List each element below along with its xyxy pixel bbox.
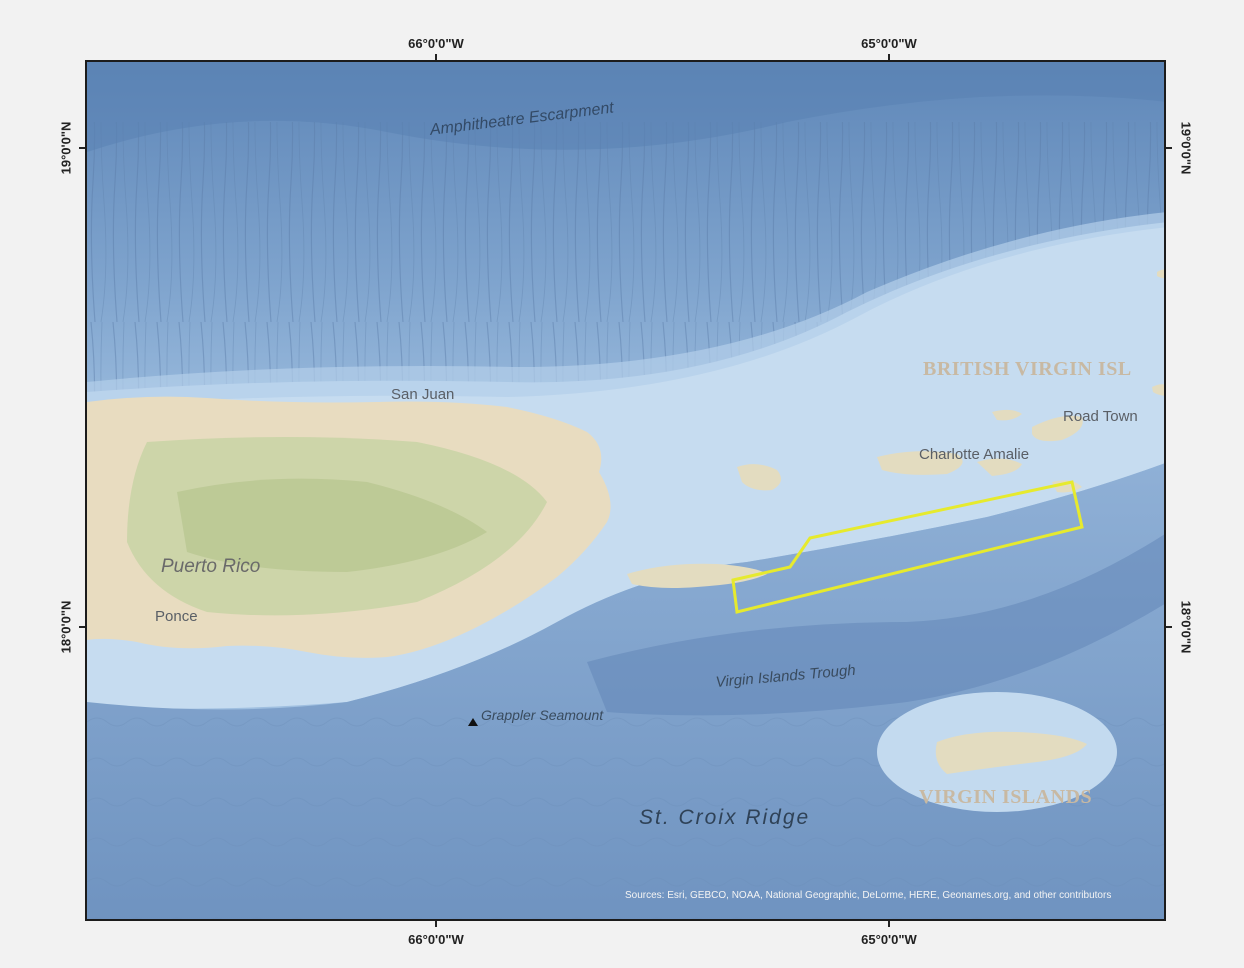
tick-mark	[1165, 147, 1172, 149]
deep-band-north	[87, 62, 1164, 152]
islet	[992, 409, 1022, 421]
label-british-virgin-islands: BRITISH VIRGIN ISL	[923, 358, 1132, 380]
tick-label-left-19n: 19°0'0"N	[58, 121, 74, 175]
label-puerto-rico: Puerto Rico	[161, 556, 261, 577]
tick-mark	[888, 54, 890, 61]
tick-mark	[435, 54, 437, 61]
label-grappler-seamount: Grappler Seamount	[481, 707, 604, 723]
culebra-land	[737, 464, 781, 491]
study-area-polygon	[731, 480, 1084, 614]
st-croix-land	[935, 731, 1087, 774]
tick-label-right-19n: 19°0'0"N	[1178, 121, 1194, 175]
tick-label-top-66w: 66°0'0"W	[408, 36, 464, 51]
map-frame[interactable]: Amphitheatre Escarpment BRITISH VIRGIN I…	[85, 60, 1166, 921]
label-st-croix-ridge: St. Croix Ridge	[639, 806, 811, 829]
trough	[587, 534, 1164, 716]
label-ponce: Ponce	[155, 608, 198, 625]
tortola-land	[1032, 415, 1083, 442]
tick-label-top-65w: 65°0'0"W	[861, 36, 917, 51]
basemap	[87, 62, 1164, 919]
st-john-land	[977, 458, 1022, 476]
tick-mark	[79, 147, 86, 149]
tick-mark	[1165, 626, 1172, 628]
tick-mark	[888, 920, 890, 927]
tick-label-left-18n: 18°0'0"N	[58, 600, 74, 654]
islet	[1152, 384, 1164, 396]
tick-mark	[435, 920, 437, 927]
seamount-marker-icon	[468, 718, 478, 726]
shallow-shelf-outer	[87, 212, 1164, 407]
attribution-text: Sources: Esri, GEBCO, NOAA, National Geo…	[625, 890, 1112, 901]
label-san-juan: San Juan	[391, 386, 455, 403]
label-road-town: Road Town	[1063, 408, 1138, 425]
puerto-rico-mountains	[177, 478, 487, 572]
st-thomas-land	[877, 451, 963, 475]
tick-mark	[79, 626, 86, 628]
tick-label-right-18n: 18°0'0"N	[1178, 600, 1194, 654]
tick-label-bottom-66w: 66°0'0"W	[408, 932, 464, 947]
tick-label-bottom-65w: 65°0'0"W	[861, 932, 917, 947]
label-virgin-islands: VIRGIN ISLANDS	[919, 786, 1093, 808]
islet	[1157, 269, 1164, 279]
label-charlotte-amalie: Charlotte Amalie	[919, 446, 1030, 463]
